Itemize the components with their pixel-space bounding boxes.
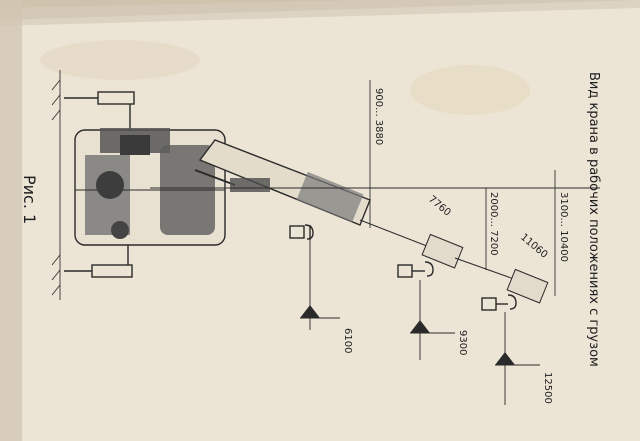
dim-height-b: 3100... 10400	[558, 192, 569, 262]
dim-height-a: 2000... 7200	[488, 192, 499, 256]
outrigger-top	[64, 91, 135, 130]
dimension-lines	[369, 80, 560, 296]
drawing-title: Вид крана в рабочих положениях с грузом	[586, 72, 601, 367]
paper-binding-edge	[0, 0, 22, 441]
reach-marker-1	[300, 240, 340, 330]
dim-base-height: 900... 3880	[373, 88, 384, 145]
dim-reach-3: 12500	[542, 372, 553, 404]
crane-truck-body	[74, 128, 226, 246]
dim-reach-2: 9300	[457, 330, 468, 355]
ground-hatching	[51, 70, 61, 300]
reach-marker-2	[410, 280, 455, 360]
dim-reach-1: 6100	[342, 328, 353, 353]
load-2	[397, 261, 434, 278]
extended-boom-positions	[359, 219, 549, 304]
reach-marker-3	[495, 312, 540, 405]
figure-caption: Рис. 1	[20, 175, 39, 224]
load-1	[289, 224, 314, 240]
load-3	[481, 294, 517, 311]
